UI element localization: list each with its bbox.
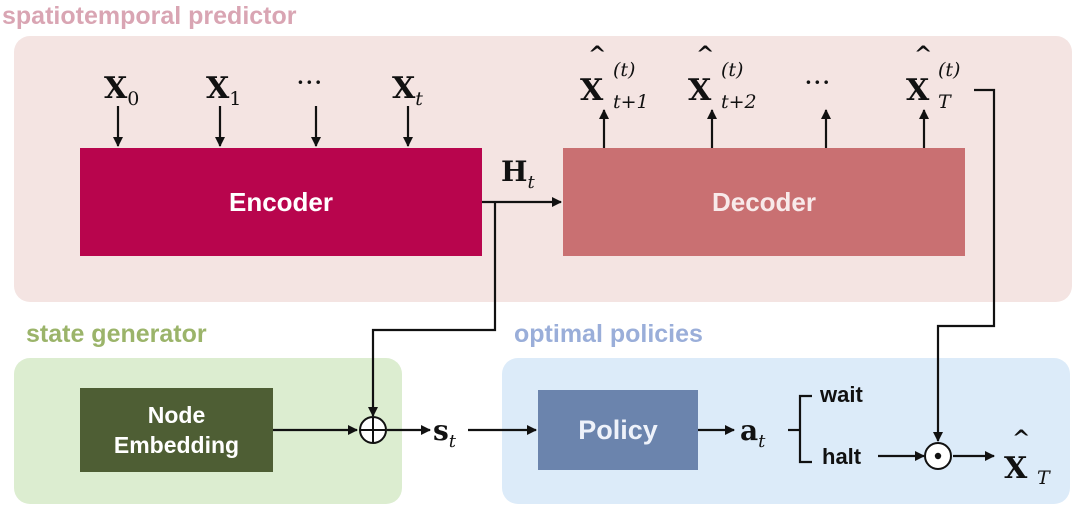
output-label-t1: ^ X (t) t+1 <box>580 42 649 113</box>
input-label-dots: ··· <box>296 66 323 99</box>
node-embedding-block: Node Embedding <box>80 388 273 472</box>
input-label-xt: Xt <box>392 71 423 110</box>
action-bracket <box>798 394 812 464</box>
sum-operator <box>359 416 387 444</box>
output-label-t2: ^ X (t) t+2 <box>688 42 757 113</box>
hidden-state-label: Ht <box>501 155 535 193</box>
svg-text:X: X <box>906 73 930 108</box>
hidden-to-sum-connector <box>368 202 497 417</box>
svg-text:t+1: t+1 <box>613 91 649 113</box>
output-label-dots: ··· <box>804 66 831 99</box>
halt-option-label: halt <box>822 444 862 469</box>
svg-text:^: ^ <box>696 42 714 68</box>
svg-text:(t): (t) <box>938 59 960 81</box>
product-operator <box>924 442 952 470</box>
final-output-label: ^ X T <box>1004 426 1051 489</box>
svg-text:X: X <box>580 73 604 108</box>
action-label: at <box>740 414 766 452</box>
svg-text:t+2: t+2 <box>721 91 757 113</box>
svg-text:^: ^ <box>1012 426 1030 452</box>
input-label-x1: X1 <box>206 71 241 110</box>
input-label-x0: X0 <box>104 71 139 110</box>
prediction-to-product-connector <box>933 88 996 442</box>
encoder-block: Encoder <box>80 148 482 256</box>
decoder-block: Decoder <box>563 148 965 256</box>
svg-text:^: ^ <box>588 42 606 68</box>
svg-text:T: T <box>1037 467 1051 489</box>
svg-text:(t): (t) <box>721 59 743 81</box>
optimal-policies-title: optimal policies <box>514 320 703 348</box>
svg-text:(t): (t) <box>613 59 635 81</box>
output-label-T: ^ X (t) T <box>906 42 960 113</box>
wait-option-label: wait <box>819 382 863 407</box>
svg-text:X: X <box>688 73 712 108</box>
svg-text:^: ^ <box>914 42 932 68</box>
spatiotemporal-predictor-title: spatiotemporal predictor <box>2 2 297 30</box>
svg-text:T: T <box>938 91 952 113</box>
state-generator-title: state generator <box>26 320 207 348</box>
state-label: st <box>433 414 457 452</box>
svg-text:X: X <box>1004 451 1028 486</box>
policy-block: Policy <box>538 390 698 470</box>
